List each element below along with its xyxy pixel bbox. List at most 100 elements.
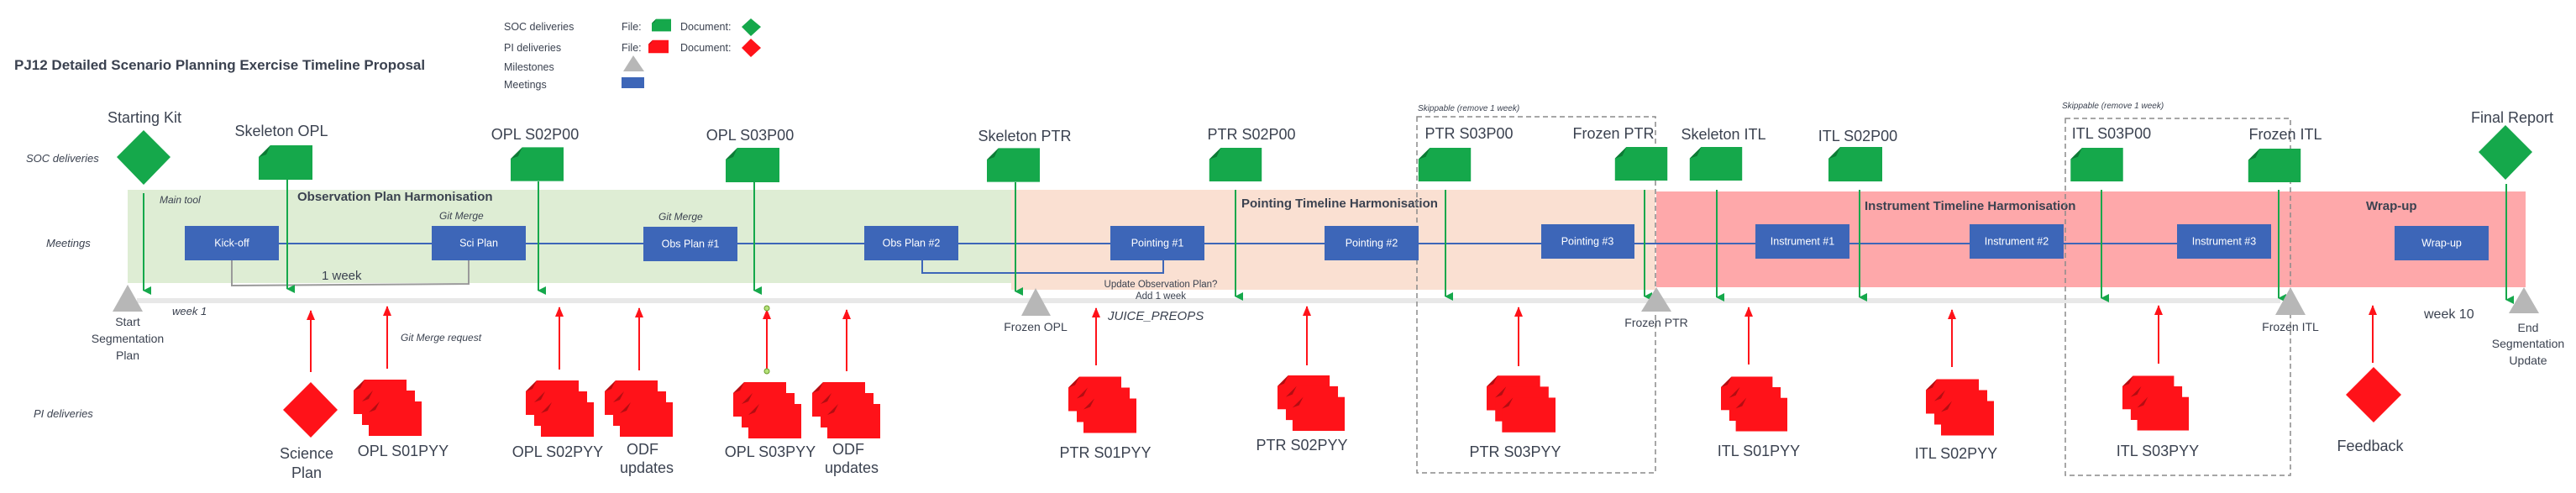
meeting-instrument-3[interactable]: Instrument #3 [2177, 224, 2271, 259]
meeting-label: Instrument #2 [1985, 235, 2049, 247]
file-icon [726, 148, 779, 182]
pi-delivery-ptr-s03pyy[interactable]: PTR S03PYY [1469, 375, 1561, 460]
timeline-bar [137, 298, 2280, 303]
file-icon [1418, 148, 1472, 181]
pi-delivery-opl-s02pyy[interactable]: OPL S02PYY [512, 380, 603, 460]
pi-delivery-itl-s01pyy[interactable]: ITL S01PYY [1718, 376, 1800, 459]
git-merge-annotation: Git Merge [439, 210, 484, 222]
milestone-end-segmentation-update[interactable]: End Segmentation Update [2492, 287, 2564, 367]
files-icon [1926, 380, 1994, 436]
meeting-wrap-up[interactable]: Wrap-up [2395, 226, 2489, 260]
soc-delivery-starting-kit[interactable]: Starting Kit [108, 109, 181, 295]
soc-delivery-skeleton-itl[interactable]: Skeleton ITL [1681, 126, 1766, 302]
main-tool-annotation: Main tool [160, 194, 201, 206]
meeting-instrument-2[interactable]: Instrument #2 [1970, 224, 2064, 259]
soc-delivery-label: OPL S02P00 [491, 126, 579, 143]
meeting-label: Obs Plan #1 [662, 238, 720, 249]
pi-delivery-itl-s02pyy[interactable]: ITL S02PYY [1915, 380, 1997, 463]
soc-delivery-label: Skeleton PTR [978, 128, 1071, 144]
pi-delivery-label: Science [280, 445, 333, 462]
soc-delivery-label: Frozen PTR [1572, 125, 1654, 142]
phase-label-instrument: Instrument Timeline Harmonisation [1865, 199, 2075, 213]
pi-delivery-label: PTR S02PYY [1256, 437, 1347, 454]
milestone-label: Segmentation [2492, 337, 2564, 350]
legend-pi-label: PI deliveries [504, 42, 561, 54]
soc-delivery-skeleton-opl[interactable]: Skeleton OPL [234, 123, 328, 293]
pi-delivery-label: OPL S01PYY [358, 443, 449, 459]
file-icon [1828, 147, 1882, 181]
pi-delivery-label: OPL S03PYY [725, 443, 816, 460]
week-end-label: week 10 [2423, 307, 2474, 322]
pi-delivery-label: ITL S03PYY [2117, 443, 2199, 459]
file-icon [2070, 148, 2123, 181]
milestone-frozen-itl[interactable]: Frozen ITL [2262, 287, 2319, 333]
legend-document-label-pi: Document: [680, 42, 731, 54]
juice-preops-annotation: JUICE_PREOPS [1107, 309, 1204, 323]
connector-dot [763, 368, 770, 375]
files-icon [812, 382, 880, 438]
pi-delivery-itl-s03pyy[interactable]: ITL S03PYY [2117, 375, 2199, 459]
pi-delivery-opl-s03pyy[interactable]: OPL S03PYY [725, 382, 816, 460]
document-icon [117, 130, 171, 185]
files-icon [2122, 375, 2189, 430]
milestone-label: Frozen OPL [1004, 320, 1068, 333]
files-icon [605, 380, 673, 437]
pi-delivery-odf-updates-2[interactable]: ODF updates [812, 382, 880, 476]
git-merge-request-annotation: Git Merge request [401, 332, 482, 344]
milestone-frozen-ptr[interactable]: Frozen PTR [1624, 287, 1688, 329]
meeting-label: Instrument #3 [2192, 235, 2256, 247]
pi-delivery-feedback[interactable]: Feedback [2337, 367, 2405, 454]
meeting-pointing-1[interactable]: Pointing #1 [1110, 226, 1204, 260]
pi-delivery-label: ODF [627, 441, 658, 458]
meeting-label: Sci Plan [459, 237, 498, 249]
milestone-icon [1641, 287, 1671, 312]
meeting-kick-off[interactable]: Kick-off [185, 226, 279, 260]
meeting-pointing-3[interactable]: Pointing #3 [1541, 224, 1634, 259]
red-file-icon [648, 39, 669, 54]
meeting-pointing-2[interactable]: Pointing #2 [1325, 226, 1419, 260]
soc-delivery-itl-s03p00[interactable]: ITL S03P00 [2070, 125, 2151, 302]
row-label-meetings: Meetings [46, 237, 91, 249]
soc-delivery-label: Skeleton ITL [1681, 126, 1765, 143]
milestone-icon [113, 285, 143, 312]
file-icon [2248, 149, 2301, 182]
soc-delivery-frozen-itl[interactable]: Frozen ITL [2248, 126, 2322, 302]
pi-delivery-science-plan[interactable]: Science Plan [280, 382, 338, 481]
milestone-frozen-opl[interactable]: Frozen OPL [1004, 288, 1068, 333]
row-label-soc: SOC deliveries [26, 152, 99, 165]
milestone-icon [1021, 288, 1051, 316]
milestone-icon [2275, 287, 2306, 315]
meeting-label: Pointing #2 [1346, 237, 1398, 249]
meeting-sci-plan[interactable]: Sci Plan [432, 226, 526, 260]
soc-delivery-final-report[interactable]: Final Report [2471, 109, 2553, 304]
pi-delivery-label: ITL S01PYY [1718, 443, 1800, 459]
pi-delivery-ptr-s02pyy[interactable]: PTR S02PYY [1256, 375, 1348, 454]
legend-file-label: File: [622, 21, 642, 33]
legend: SOC deliveries File: Document: PI delive… [504, 18, 761, 91]
meeting-label: Wrap-up [2421, 237, 2462, 249]
one-week-bracket [231, 260, 470, 287]
soc-delivery-opl-s03p00[interactable]: OPL S03P00 [706, 127, 794, 295]
legend-file-label-pi: File: [622, 42, 642, 54]
soc-delivery-skeleton-ptr[interactable]: Skeleton PTR [978, 128, 1072, 296]
milestone-start-segmentation-plan[interactable]: Start Segmentation Plan [92, 285, 164, 362]
pi-delivery-odf-updates[interactable]: ODF updates [605, 380, 674, 476]
meeting-instrument-1[interactable]: Instrument #1 [1755, 224, 1849, 259]
pi-delivery-label: ITL S02PYY [1915, 445, 1997, 462]
soc-delivery-ptr-s03p00[interactable]: PTR S03P00 [1418, 125, 1514, 301]
update-obs-plan-bracket [921, 260, 1164, 274]
pi-delivery-label: Feedback [2337, 438, 2404, 454]
milestone-icon [2509, 287, 2539, 313]
phase-label-pointing: Pointing Timeline Harmonisation [1241, 197, 1438, 211]
files-icon [1487, 375, 1556, 433]
soc-delivery-ptr-s02p00[interactable]: PTR S02P00 [1207, 126, 1296, 301]
pi-delivery-label: Plan [291, 464, 322, 481]
meeting-obs-plan-1[interactable]: Obs Plan #1 [643, 227, 737, 261]
soc-delivery-frozen-ptr[interactable]: Frozen PTR [1572, 125, 1668, 301]
pi-delivery-opl-s01pyy[interactable]: OPL S01PYY [354, 380, 449, 459]
pi-delivery-ptr-s01pyy[interactable]: PTR S01PYY [1059, 377, 1152, 462]
meeting-obs-plan-2[interactable]: Obs Plan #2 [864, 226, 958, 260]
soc-delivery-itl-s02p00[interactable]: ITL S02P00 [1818, 128, 1897, 302]
soc-delivery-opl-s02p00[interactable]: OPL S02P00 [491, 126, 579, 295]
